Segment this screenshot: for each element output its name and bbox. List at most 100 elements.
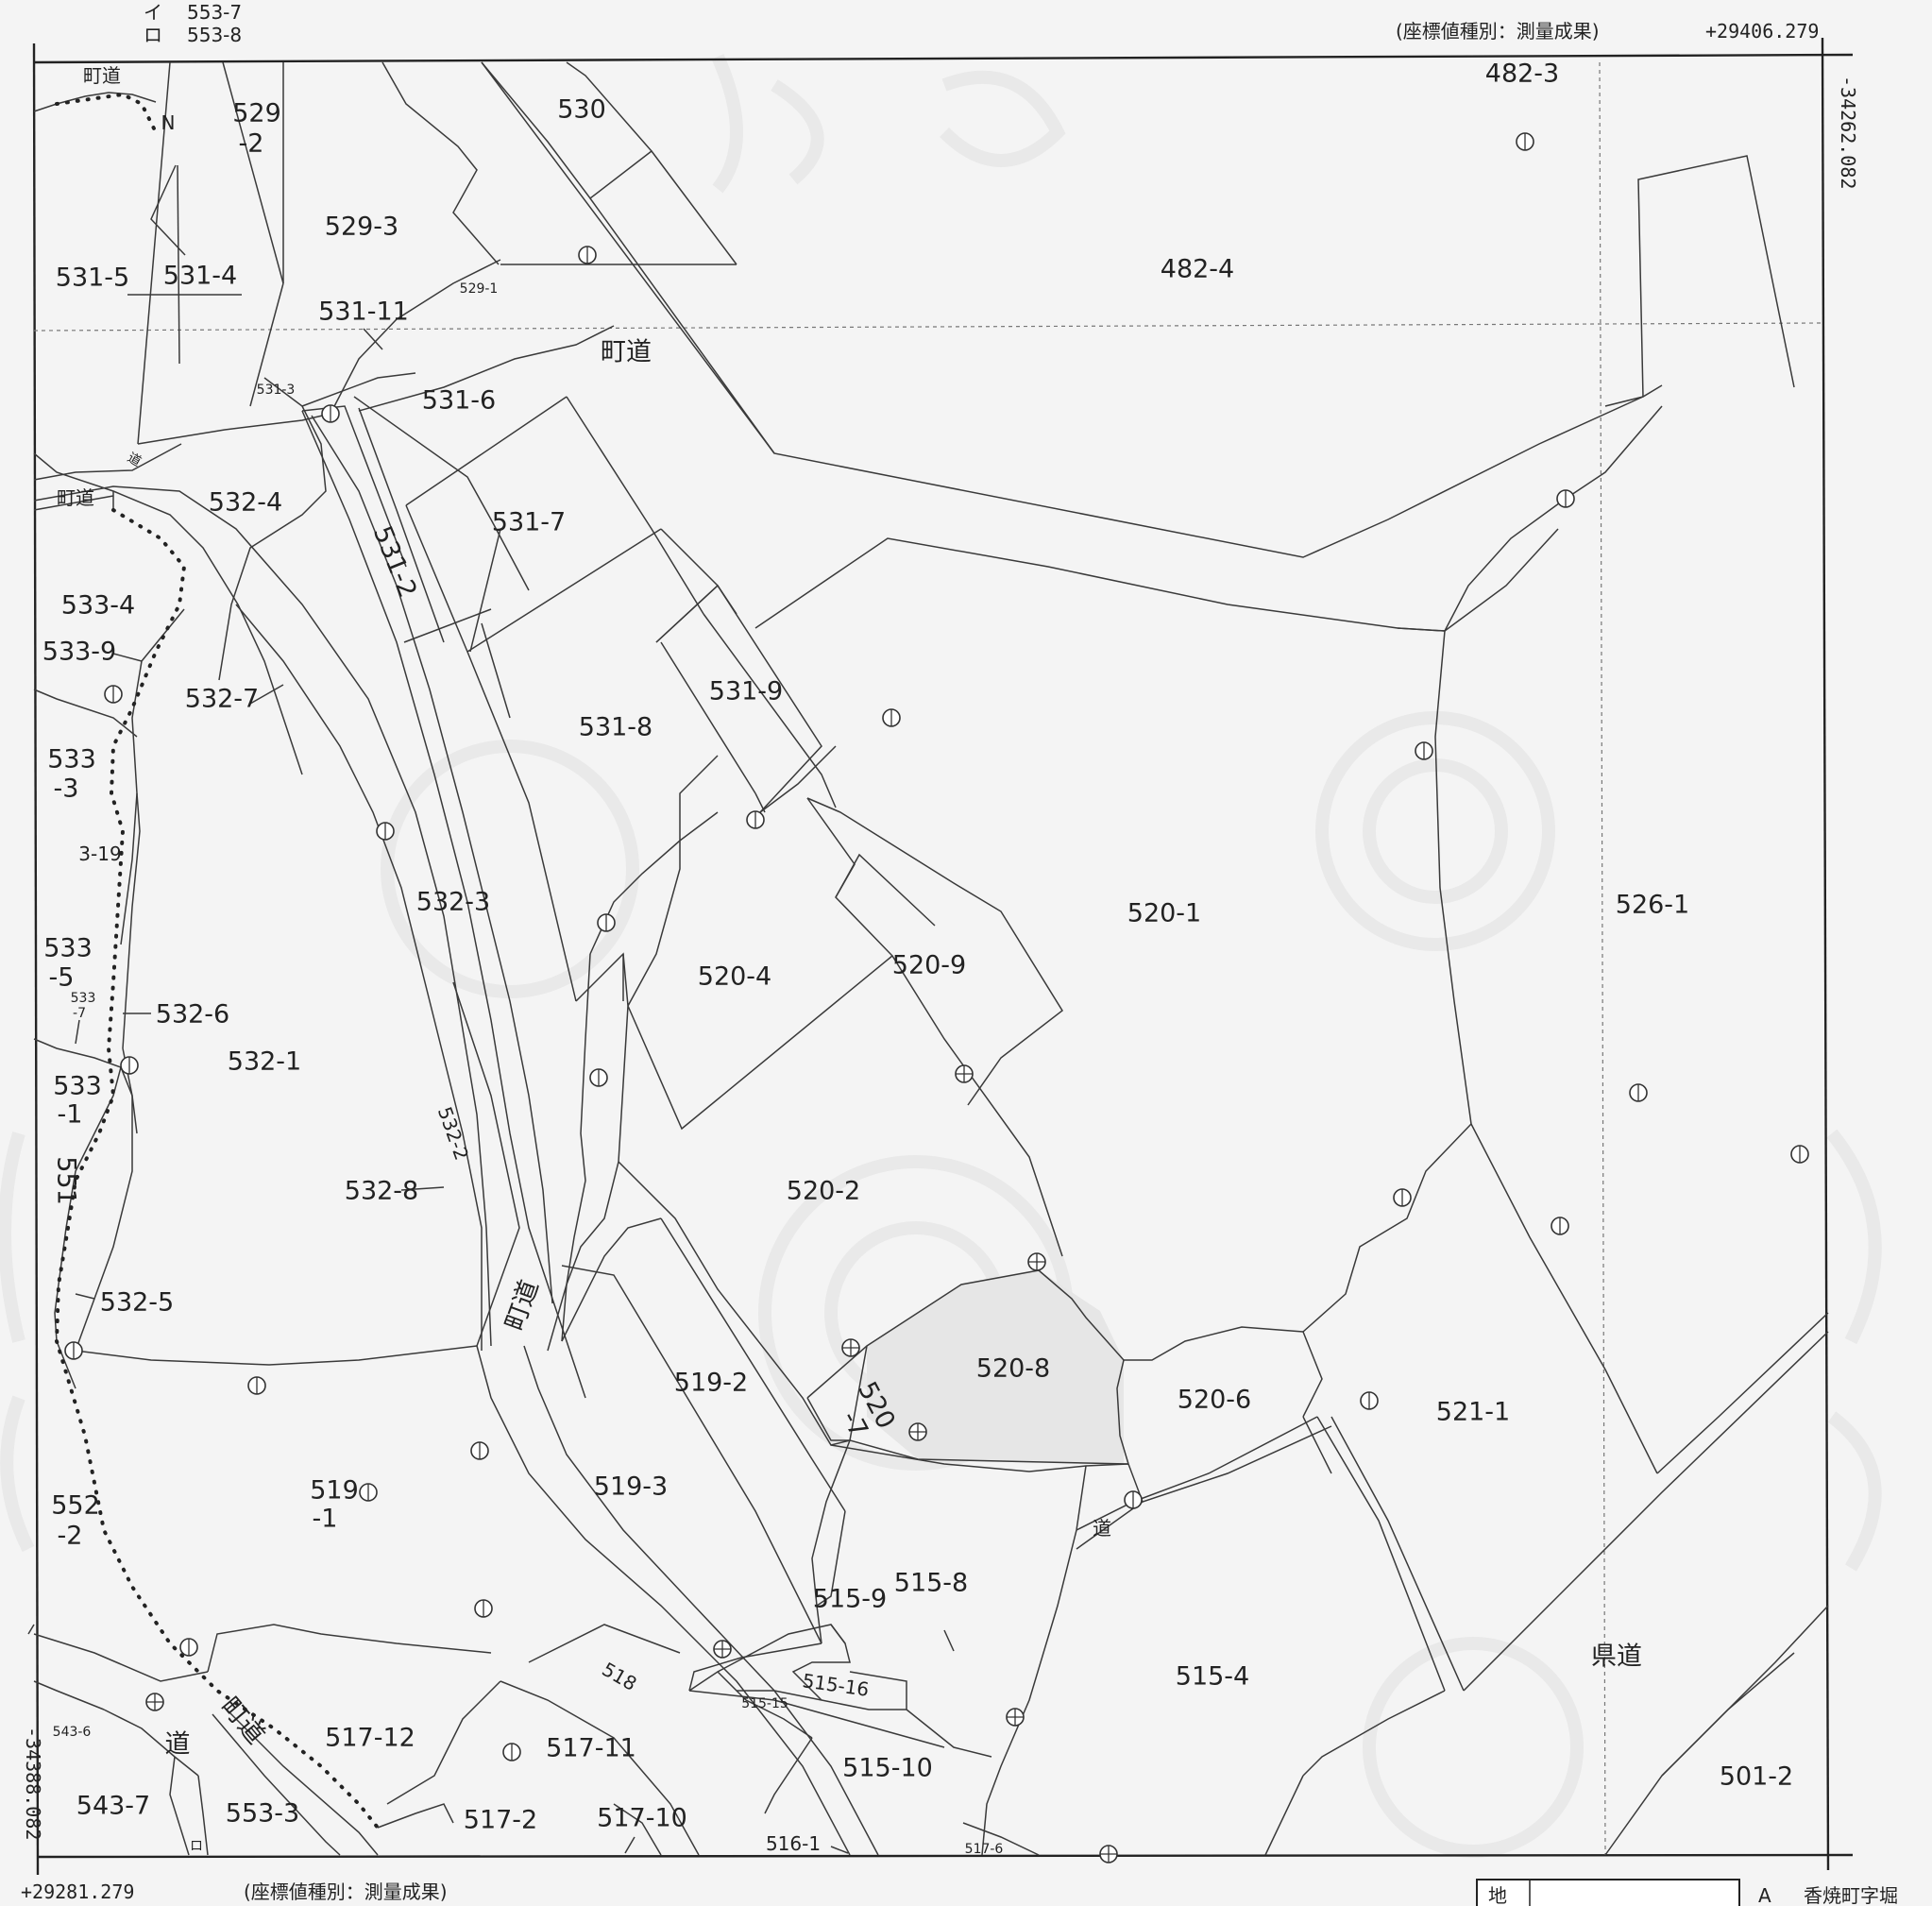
parcel-label: 517-10 bbox=[597, 1804, 687, 1833]
survey-marker-icon bbox=[1006, 1708, 1025, 1727]
survey-marker-icon bbox=[1516, 132, 1534, 151]
survey-marker-icon bbox=[589, 1068, 608, 1087]
survey-marker-icon bbox=[104, 685, 123, 704]
survey-marker-icon bbox=[1551, 1217, 1569, 1235]
parcel-label: 553-3 bbox=[226, 1799, 299, 1829]
parcel-label: 520-4 bbox=[698, 962, 771, 992]
index-top-parcel: 553-7 bbox=[187, 1, 242, 24]
parcel-label: 531-3 bbox=[257, 383, 296, 398]
survey-marker-icon bbox=[64, 1341, 83, 1360]
parcel-label: 520-9 bbox=[892, 951, 966, 980]
parcel-label: 532-4 bbox=[209, 488, 282, 518]
dotted-boundaries bbox=[54, 92, 380, 1829]
legend-char: 地 bbox=[1488, 1884, 1507, 1906]
parcel-label: 531-5 bbox=[56, 264, 129, 293]
survey-marker-icon bbox=[1360, 1391, 1379, 1410]
parcel-label: 482-4 bbox=[1161, 255, 1234, 284]
parcel-label: 532-8 bbox=[345, 1177, 418, 1206]
parcel-label: 3-19 bbox=[78, 842, 121, 865]
survey-marker-icon bbox=[713, 1640, 732, 1659]
parcel-label: 533 bbox=[53, 1072, 102, 1101]
survey-marker-icon bbox=[502, 1743, 521, 1761]
parcel-label: 517-6 bbox=[965, 1842, 1004, 1857]
survey-marker-icon bbox=[1415, 741, 1433, 760]
parcel-label: 531-11 bbox=[318, 298, 409, 327]
place-name: 香焼町字堀 bbox=[1804, 1884, 1898, 1906]
parcel-label: 520-1 bbox=[1127, 899, 1201, 928]
parcel-520-8-area bbox=[867, 1270, 1124, 1464]
survey-marker-icon bbox=[1790, 1145, 1809, 1164]
road-label: 県道 bbox=[1591, 1642, 1642, 1672]
survey-marker-icon bbox=[597, 913, 616, 932]
survey-marker-icon bbox=[1124, 1490, 1143, 1509]
parcel-label: 551 bbox=[52, 1156, 81, 1205]
parcel-label: 520-6 bbox=[1178, 1386, 1251, 1415]
parcel-label: 532-5 bbox=[100, 1288, 174, 1318]
parcel-label: 533 bbox=[47, 745, 96, 774]
parcel-labels: 529 -2 530 482-3 482-4 529-3 531-5 531-4… bbox=[42, 60, 1793, 1858]
parcel-boundaries bbox=[27, 61, 1829, 1856]
survey-marker-icon bbox=[247, 1376, 266, 1395]
coord-type-note-top: (座標値種別：測量成果) bbox=[1396, 20, 1600, 43]
parcel-label: 520-2 bbox=[787, 1177, 860, 1206]
survey-marker-icon bbox=[1393, 1188, 1412, 1207]
parcel-label: -5 bbox=[49, 963, 75, 993]
east-x-coordinate: +29406.279 bbox=[1705, 20, 1819, 43]
survey-marker-icon bbox=[470, 1441, 489, 1460]
survey-marker-icon bbox=[578, 246, 597, 264]
road-label: 町道 bbox=[83, 64, 121, 87]
survey-marker-icon bbox=[359, 1483, 378, 1502]
parcel-label: 516-1 bbox=[766, 1832, 821, 1855]
survey-marker-icon bbox=[882, 708, 901, 727]
survey-marker-icon bbox=[908, 1422, 927, 1441]
survey-markers bbox=[64, 132, 1809, 1863]
survey-marker-icon bbox=[321, 404, 340, 423]
parcel-label: 531-7 bbox=[492, 508, 566, 537]
parcel-label: 515-4 bbox=[1176, 1662, 1249, 1692]
parcel-label: -2 bbox=[239, 129, 264, 159]
parcel-label: 529 bbox=[232, 99, 281, 128]
parcel-label: 533 bbox=[43, 934, 93, 963]
index-bottom-letter: ロ bbox=[144, 24, 162, 46]
survey-marker-icon bbox=[145, 1693, 164, 1711]
parcel-label: 515-8 bbox=[894, 1569, 968, 1598]
parcel-label: 532-6 bbox=[156, 1000, 229, 1030]
survey-marker-icon bbox=[179, 1638, 198, 1657]
parcel-label: 521-1 bbox=[1436, 1398, 1510, 1427]
road-label: 道 bbox=[1093, 1517, 1111, 1540]
parcel-label: 543-7 bbox=[76, 1792, 150, 1821]
parcel-label: -1 bbox=[313, 1505, 338, 1534]
north-arrow-label: N bbox=[161, 111, 176, 134]
parcel-label: 526-1 bbox=[1616, 891, 1689, 920]
parcel-label: 531-4 bbox=[163, 262, 237, 291]
parcel-label: -7 bbox=[73, 1006, 86, 1021]
survey-marker-icon bbox=[1629, 1083, 1648, 1102]
survey-marker-icon bbox=[1556, 489, 1575, 508]
parcel-label: 533 bbox=[71, 991, 96, 1006]
survey-marker-icon bbox=[955, 1064, 974, 1083]
parcel-label: 520-8 bbox=[976, 1354, 1050, 1384]
parcel-label: -3 bbox=[54, 774, 79, 804]
parcel-label: -2 bbox=[58, 1522, 83, 1551]
index-top-letter: イ bbox=[144, 1, 162, 24]
parcel-label: 531-8 bbox=[579, 713, 652, 742]
west-x-coordinate: +29281.279 bbox=[21, 1880, 134, 1903]
survey-marker-icon bbox=[474, 1599, 493, 1618]
parcel-label: 517-2 bbox=[464, 1806, 537, 1835]
parcel-label: 529-1 bbox=[460, 281, 499, 297]
road-label: 道 bbox=[165, 1730, 191, 1760]
parcel-label: 515-9 bbox=[813, 1585, 887, 1614]
survey-marker-icon bbox=[1099, 1845, 1118, 1863]
map-header: イ ロ 553-7 553-8 (座標値種別：測量成果) +29406.279 … bbox=[144, 1, 1859, 189]
survey-marker-icon bbox=[746, 810, 765, 829]
parcel-label: 519-2 bbox=[674, 1369, 748, 1398]
parcel-label: 532-1 bbox=[228, 1047, 301, 1077]
legend-corner: A bbox=[1758, 1884, 1771, 1906]
survey-marker-icon bbox=[1027, 1252, 1046, 1271]
parcel-label: 519-3 bbox=[594, 1472, 668, 1502]
parcel-label: 543-6 bbox=[53, 1725, 92, 1740]
index-bottom-parcel: 553-8 bbox=[187, 24, 242, 46]
parcel-label: 530 bbox=[557, 95, 606, 125]
